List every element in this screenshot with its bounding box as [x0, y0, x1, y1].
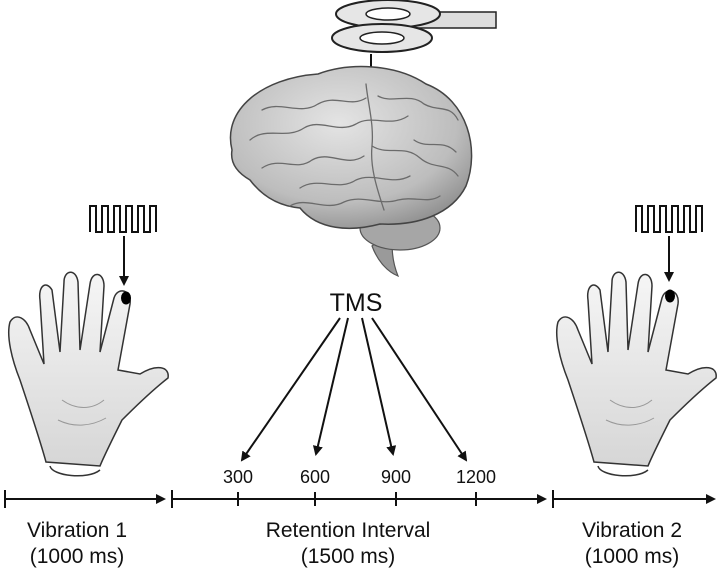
tms-pulse-arrows	[240, 317, 468, 462]
timeline	[4, 490, 716, 508]
square-wave-icon-left	[89, 205, 157, 233]
square-wave-icon-right	[635, 205, 703, 233]
phase-label-vibration-1: Vibration 1	[27, 519, 127, 542]
tms-arrow-1200	[371, 317, 468, 462]
phase-duration-vibration-2: (1000 ms)	[585, 545, 680, 568]
phase-duration-retention: (1500 ms)	[301, 545, 396, 568]
tick-label-900: 900	[381, 467, 411, 487]
phase-label-vibration-2: Vibration 2	[582, 519, 682, 542]
tick-label-600: 600	[300, 467, 330, 487]
phase-label-retention: Retention Interval	[266, 519, 431, 542]
hand-icon-right	[556, 271, 717, 477]
tms-label: TMS	[330, 289, 383, 317]
hand-icon-left	[8, 271, 169, 477]
tick-label-300: 300	[223, 467, 253, 487]
phase-duration-vibration-1: (1000 ms)	[30, 545, 125, 568]
tms-arrow-900	[361, 317, 397, 456]
tms-arrow-600	[312, 317, 349, 456]
tick-label-1200: 1200	[456, 467, 496, 487]
tms-arrow-300	[240, 317, 341, 462]
brain-icon	[229, 65, 473, 278]
tms-coil-icon	[331, 0, 497, 53]
